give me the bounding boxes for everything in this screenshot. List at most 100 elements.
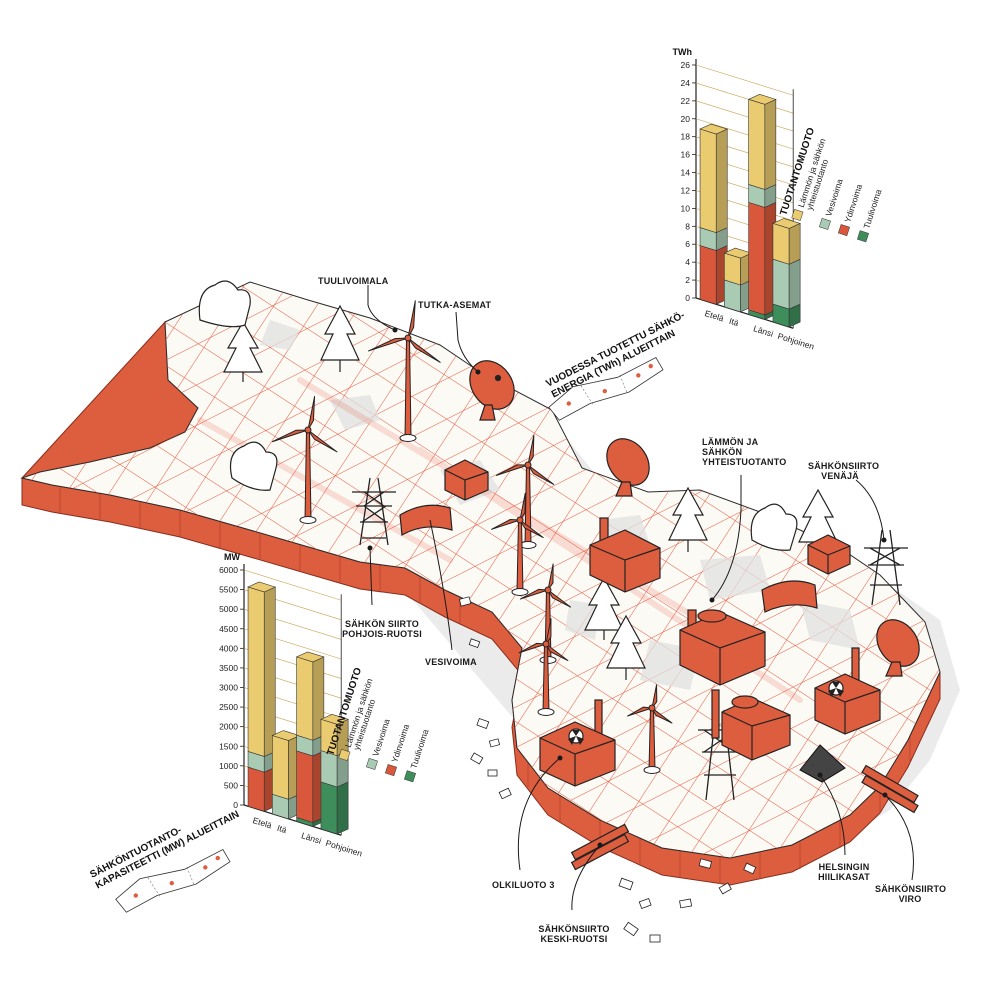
- mini-map-dot: [133, 893, 138, 898]
- bar-segment-nuclear: [748, 201, 766, 316]
- clouds: [198, 280, 798, 551]
- label-line: SÄHKÖN SIIRTO: [345, 619, 419, 629]
- y-tick-label: 2500: [219, 702, 238, 712]
- y-tick-label: 2000: [219, 722, 238, 732]
- cloud-icon: [198, 280, 251, 328]
- leader-dots: [367, 327, 888, 848]
- y-tick-label: 3500: [219, 663, 238, 673]
- hydro-dam-icon: [399, 504, 453, 536]
- pylon-icon: [352, 477, 396, 546]
- wind-turbine-icon: [518, 618, 569, 716]
- y-tick-label: 4: [685, 257, 690, 267]
- mini-map-dot: [169, 880, 174, 886]
- mini-map-borders: [147, 867, 195, 897]
- tree-icon: [223, 320, 263, 382]
- y-tick-label: 22: [681, 96, 691, 106]
- pylons: [352, 477, 908, 801]
- mini-map-dot: [215, 855, 220, 861]
- y-tick-label: 5000: [219, 604, 238, 614]
- y-tick-label: 12: [681, 185, 691, 195]
- gridline: [243, 569, 342, 601]
- legend-swatch: [404, 770, 416, 783]
- bar-side-wind: [336, 781, 349, 835]
- y-tick-label: 1000: [219, 761, 238, 771]
- bar-side-chp: [263, 586, 276, 757]
- legend-swatch: [818, 217, 831, 230]
- chp-plant-icon: [679, 609, 766, 686]
- mini-map-dot: [602, 388, 607, 394]
- category-label: Länsi: [752, 323, 774, 339]
- chart-unit: TWh: [673, 47, 693, 57]
- chp-plant-icon: [589, 517, 661, 593]
- bar-top: [747, 94, 777, 105]
- hydro-dam-icon: [761, 580, 818, 613]
- label-line: POHJOIS-RUOTSI: [342, 629, 422, 639]
- label-line: LÄMMÖN JA: [702, 437, 759, 447]
- label-line: YHTEISTUOTANTO: [702, 457, 787, 467]
- label-line: SÄHKÖNSIIRTO: [538, 924, 610, 934]
- label-olkiluoto: OLKILUOTO 3: [492, 880, 555, 890]
- mini-map-dot: [566, 401, 571, 406]
- bar-segment-nuclear: [296, 750, 314, 823]
- mini-map-shape: [548, 356, 664, 421]
- bar-segment-chp: [272, 735, 289, 800]
- undersea-cables: [570, 764, 919, 871]
- legend-swatch: [837, 224, 850, 237]
- cloud-icon: [229, 441, 278, 491]
- category-label: Etelä: [704, 308, 726, 323]
- wind-turbines: [271, 300, 673, 774]
- category-label: Länsi: [300, 830, 322, 846]
- label-sahkon-siirto-pohjois-ruotsi: SÄHKÖN SIIRTO POHJOIS-RUOTSI: [336, 619, 428, 639]
- y-tick-label: 4500: [219, 624, 238, 634]
- island-tiles: [458, 596, 757, 943]
- gridline: [695, 100, 794, 132]
- tree-icon: [584, 576, 624, 640]
- label-tuulivoimala: TUULIVOIMALA: [318, 276, 389, 286]
- wind-turbine-icon: [368, 300, 441, 442]
- label-vesivoima: VESIVOIMA: [425, 657, 477, 667]
- mini-map-borders: [580, 375, 628, 405]
- transformer-icon: [444, 459, 489, 501]
- tree-icon: [668, 486, 708, 552]
- legend-swatch: [338, 748, 351, 761]
- y-tick-label: 0: [233, 800, 238, 810]
- tree-icon: [320, 304, 360, 372]
- legend-swatch: [857, 230, 869, 243]
- label-line: KESKI-RUOTSI: [540, 934, 608, 944]
- leader-lines: [367, 285, 914, 911]
- bar-segment-chp: [247, 586, 265, 757]
- legend-swatch: [365, 757, 378, 770]
- pylon-icon: [864, 529, 908, 606]
- bar-top: [699, 123, 729, 135]
- category-label: Itä: [276, 823, 288, 835]
- bar-segment-chp: [772, 222, 790, 265]
- power-plants: [399, 459, 881, 787]
- y-tick-label: 10: [681, 203, 691, 213]
- wind-turbine-icon: [271, 395, 338, 524]
- tree-icon: [606, 614, 646, 680]
- mini-map: [115, 848, 231, 913]
- legend-label: Tuulivoima: [861, 188, 883, 230]
- transformer-icon: [807, 534, 851, 575]
- radar-dish-icon: [469, 360, 515, 421]
- gridline: [695, 64, 794, 96]
- label-line: SÄHKÖNSIIRTO: [875, 884, 947, 894]
- mini-map-shape: [115, 848, 231, 913]
- legend-label: Ydinvoima: [389, 723, 411, 764]
- chp-plant-icon: [711, 689, 791, 761]
- chart-bars: [699, 94, 801, 328]
- y-tick-label: 16: [681, 150, 691, 160]
- mini-map-dot: [636, 373, 641, 378]
- legend-label: Vesivoima: [370, 717, 392, 757]
- y-tick-label: 1500: [219, 741, 238, 751]
- bar-segment-wind: [320, 781, 338, 835]
- bar-segment-nuclear: [699, 245, 717, 305]
- category-label: Etelä: [252, 815, 274, 830]
- legend-label: Vesivoima: [823, 177, 845, 217]
- legend-label: Ydinvoima: [842, 183, 864, 224]
- nuclear-plant-icon: [539, 699, 616, 787]
- label-helsingin-hiilikasat: HELSINGIN HIILIKASAT: [812, 862, 876, 882]
- bar-segment-hydro: [724, 279, 741, 313]
